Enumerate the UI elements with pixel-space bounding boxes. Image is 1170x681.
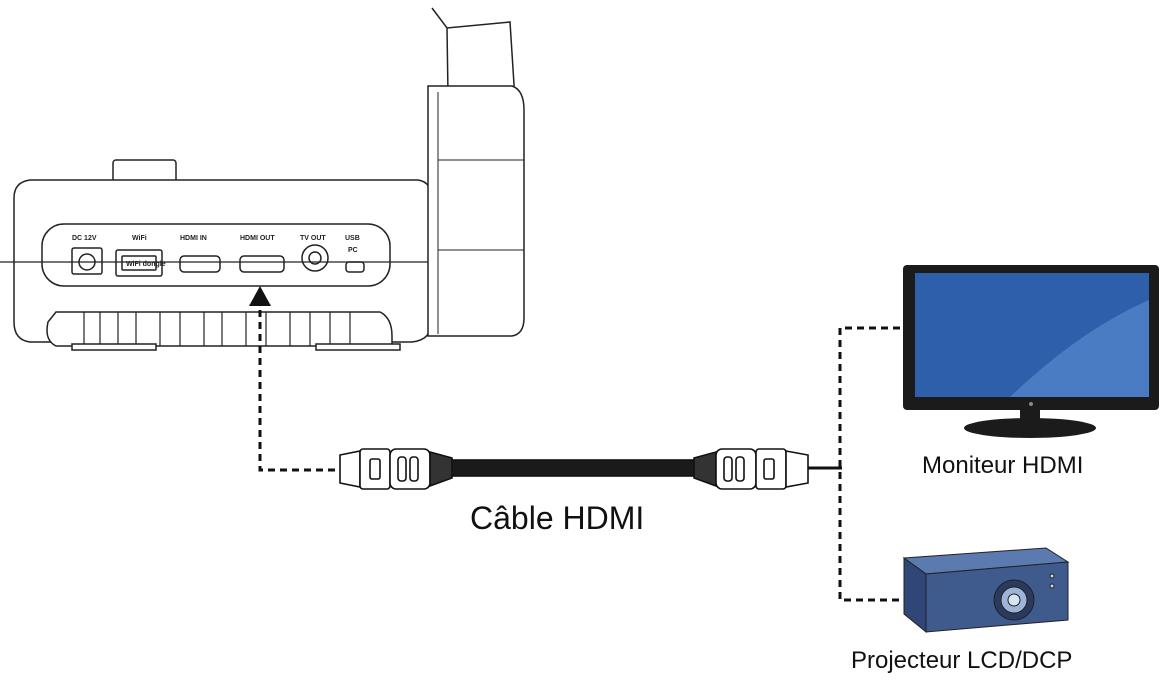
dc-port — [71, 247, 103, 275]
usb-port — [345, 261, 365, 273]
port-label-wifi-dongle: WiFi dongle — [126, 261, 166, 268]
port-label-dc: DC 12V — [72, 235, 97, 242]
monitor-stand — [964, 418, 1096, 438]
wifi-port — [115, 249, 163, 277]
document-camera — [0, 7, 525, 351]
projector-label: Projecteur LCD/DCP — [851, 647, 1073, 674]
connection-lines — [258, 310, 900, 602]
port-label-wifi: WiFi — [132, 235, 147, 242]
hdmi-out-port — [239, 255, 285, 273]
cable-to-devices-line — [838, 326, 900, 602]
port-label-hdmi-in: HDMI IN — [180, 235, 207, 242]
hdmi-plug-right — [693, 448, 809, 490]
projector — [902, 547, 1070, 634]
tv-out-port — [301, 244, 329, 272]
port-labels: DC 12V WiFi WiFi dongle HDMI IN HDMI OUT… — [72, 235, 360, 268]
monitor-label: Moniteur HDMI — [922, 452, 1084, 479]
hdmi-plug-left — [339, 448, 453, 490]
port-label-usb-sub: PC — [348, 247, 358, 254]
port-label-usb: USB — [345, 235, 360, 242]
arrow-up-icon — [249, 286, 271, 306]
hdmi-cable — [339, 448, 809, 490]
port-label-tv-out: TV OUT — [300, 235, 326, 242]
monitor — [903, 265, 1159, 438]
camera-to-cable-line — [258, 310, 335, 472]
port-label-hdmi-out: HDMI OUT — [240, 235, 275, 242]
cable-label: Câble HDMI — [470, 500, 645, 536]
cable-body — [451, 459, 695, 477]
hdmi-in-port — [179, 255, 221, 273]
